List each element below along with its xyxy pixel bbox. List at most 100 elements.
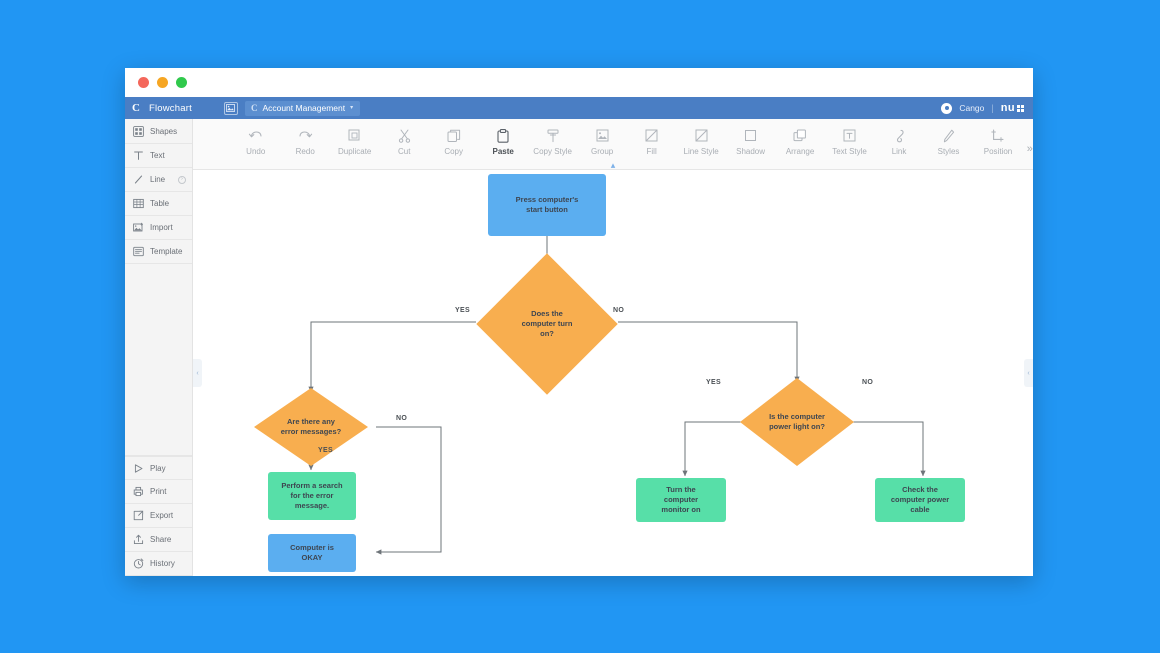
sidebar-item-share[interactable]: Share	[125, 528, 192, 552]
sidebar-item-history[interactable]: History	[125, 552, 192, 576]
main-area: Undo Redo Duplicate Cut Copy	[193, 119, 1033, 576]
toolbar-button-copy[interactable]: Copy	[429, 124, 478, 156]
toolbar-button-shadow[interactable]: Shadow	[726, 124, 775, 156]
copy-style-icon	[546, 127, 560, 144]
sidebar-item-label: Template	[150, 247, 183, 256]
toolbar-button-styles[interactable]: Styles	[924, 124, 973, 156]
toolbar-button-label: Arrange	[785, 147, 815, 156]
flow-node-search-error[interactable]: Perform a search for the error message.	[268, 472, 356, 520]
toolbar-button-label: Duplicate	[338, 147, 372, 156]
sidebar-item-shapes[interactable]: Shapes	[125, 120, 192, 144]
flow-node-label: Press computer's start button	[515, 194, 579, 214]
flow-node-label: Check the computer power cable	[890, 484, 950, 515]
toolbar-button-line-style[interactable]: Line Style	[676, 124, 725, 156]
flow-node-power-light[interactable]: Is the computer power light on?	[740, 378, 854, 466]
toolbar-button-label: Copy	[444, 147, 464, 156]
toolbar-button-label: Fill	[646, 147, 657, 156]
toolbar-button-undo[interactable]: Undo	[231, 124, 280, 156]
edge-label-no-power-light: NO	[862, 379, 874, 386]
edge-label-no-turn-on: NO	[613, 307, 625, 314]
redo-icon	[298, 127, 313, 144]
sidebar-item-label: Share	[150, 535, 172, 544]
edge-label-yes-power-light: YES	[706, 379, 721, 386]
toolbar-button-label: Line Style	[683, 147, 719, 156]
sidebar-item-print[interactable]: Print	[125, 480, 192, 504]
flow-node-label: Is the computer power light on?	[769, 411, 825, 431]
duplicate-icon	[348, 127, 362, 144]
sidebar-bottom-group: Play Print Export	[125, 456, 192, 576]
sidebar-item-import[interactable]: Import	[125, 216, 192, 240]
play-icon	[133, 463, 144, 474]
sidebar-item-table[interactable]: Table	[125, 192, 192, 216]
sidebar-item-export[interactable]: Export	[125, 504, 192, 528]
toolbar: Undo Redo Duplicate Cut Copy	[193, 119, 1033, 170]
toolbar-button-label: Styles	[937, 147, 960, 156]
history-icon	[133, 558, 144, 569]
toolbar-button-cut[interactable]: Cut	[379, 124, 428, 156]
left-panel-collapse-handle[interactable]: ‹	[193, 359, 202, 387]
print-icon	[133, 486, 144, 497]
flow-node-label: Turn the computer monitor on	[661, 484, 701, 515]
flow-node-errors[interactable]: Are there any error messages?	[254, 388, 368, 466]
toolbar-button-link[interactable]: Link	[874, 124, 923, 156]
toolbar-button-fill[interactable]: Fill	[627, 124, 676, 156]
flow-node-start[interactable]: Press computer's start button	[488, 174, 606, 236]
import-icon	[133, 222, 144, 233]
link-icon	[894, 127, 905, 144]
table-icon	[133, 198, 144, 209]
flow-node-computer-okay[interactable]: Computer is OKAY	[268, 534, 356, 572]
group-icon	[596, 127, 609, 144]
export-icon	[133, 510, 144, 521]
sidebar-item-template[interactable]: Template	[125, 240, 192, 264]
toolbar-button-position[interactable]: Position	[973, 124, 1022, 156]
sidebar-item-label: Export	[150, 511, 174, 520]
toolbar-button-duplicate[interactable]: Duplicate	[330, 124, 379, 156]
undo-icon	[248, 127, 263, 144]
toolbar-button-label: Copy Style	[533, 147, 572, 156]
toolbar-button-paste[interactable]: Paste	[478, 124, 527, 156]
sidebar-item-label: Play	[150, 463, 166, 473]
chevron-down-icon[interactable]: ▾	[350, 105, 354, 111]
edge-label-yes-errors: YES	[318, 447, 333, 454]
right-panel-collapse-handle[interactable]: ‹	[1024, 359, 1033, 387]
sidebar-item-line[interactable]: Line ›	[125, 168, 192, 192]
header-right-group: Cango | nu	[941, 102, 1024, 114]
maximize-button[interactable]	[176, 77, 187, 88]
toolbar-button-label: Shadow	[736, 147, 766, 156]
sidebar-item-label: Import	[150, 223, 173, 232]
toolbar-button-text-style[interactable]: Text Style	[825, 124, 874, 156]
image-icon[interactable]	[223, 101, 238, 115]
sidebar-item-play[interactable]: Play	[125, 456, 192, 480]
clipboard-icon	[497, 127, 509, 144]
flow-node-label: Does the computer turn on?	[521, 308, 573, 339]
document-tab-account-management[interactable]: C Account Management ▾	[244, 100, 361, 116]
vendor-logo: nu	[1001, 102, 1024, 114]
toolbar-button-redo[interactable]: Redo	[280, 124, 329, 156]
toolbar-button-label: Group	[591, 147, 614, 156]
flow-node-check-cable[interactable]: Check the computer power cable	[875, 478, 965, 522]
flow-node-turn-on[interactable]: Does the computer turn on?	[476, 253, 618, 395]
flow-node-monitor-on[interactable]: Turn the computer monitor on	[636, 478, 726, 522]
toolbar-button-arrange[interactable]: Arrange	[775, 124, 824, 156]
toolbar-button-group[interactable]: Group	[577, 124, 626, 156]
styles-icon	[942, 127, 955, 144]
diagram-canvas[interactable]: Press computer's start button Does the c…	[193, 170, 1033, 576]
toolbar-button-label: Position	[983, 147, 1013, 156]
edge-label-yes-turn-on: YES	[455, 307, 470, 314]
toolbar-overflow-button[interactable]: »	[1026, 142, 1033, 155]
sidebar-item-text[interactable]: Text	[125, 144, 192, 168]
text-icon	[133, 150, 144, 161]
line-style-icon	[695, 127, 708, 144]
close-button[interactable]	[138, 77, 149, 88]
account-name-label: Cango	[959, 103, 985, 113]
toolbar-collapse-toggle[interactable]: ▴	[610, 160, 616, 170]
chevron-right-icon[interactable]: ›	[178, 175, 186, 184]
vendor-logo-text: nu	[1000, 102, 1015, 114]
account-avatar-icon[interactable]	[941, 102, 953, 114]
share-icon	[133, 534, 144, 545]
toolbar-button-copy-style[interactable]: Copy Style	[528, 124, 577, 156]
sidebar-spacer	[125, 264, 192, 456]
minimize-button[interactable]	[157, 77, 168, 88]
text-style-icon	[843, 127, 856, 144]
toolbar-button-label: Cut	[397, 147, 411, 156]
